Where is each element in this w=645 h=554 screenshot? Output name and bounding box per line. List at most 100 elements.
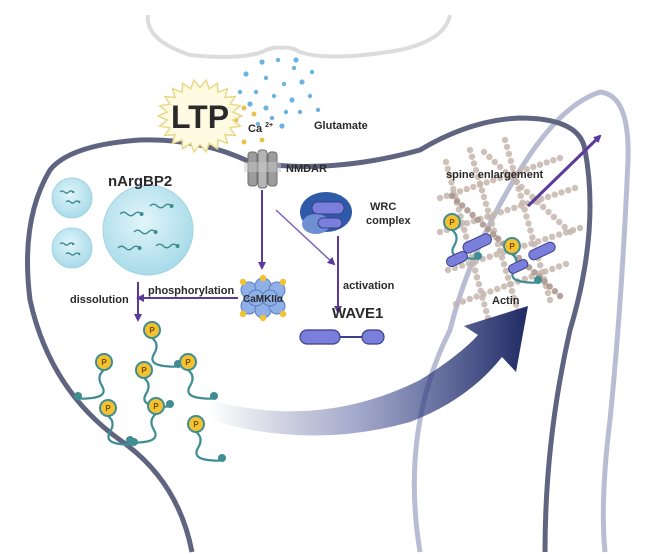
actin-monomer <box>531 269 538 276</box>
actin-monomer <box>507 157 515 165</box>
phospho-label: P <box>153 402 159 411</box>
actin-monomer <box>510 294 518 301</box>
protein-strand <box>117 245 141 251</box>
glutamate-dot <box>293 57 299 63</box>
actin-monomer <box>500 283 508 290</box>
protein-head <box>474 252 482 260</box>
phospho-label: P <box>509 242 515 251</box>
protein-strand <box>155 243 179 249</box>
actin-monomer <box>469 211 476 219</box>
actin-monomer <box>521 242 528 249</box>
actin-monomer <box>517 202 525 209</box>
actin-monomer <box>496 163 504 171</box>
glutamate-dot <box>307 93 313 99</box>
glutamate-particles <box>227 57 321 145</box>
glutamate-dot <box>243 71 249 77</box>
phospho-label: P <box>449 218 455 227</box>
actin-monomer <box>546 296 554 304</box>
phospho-label: P <box>185 358 191 367</box>
nargbp2-condensates <box>51 177 194 276</box>
actin-monomer <box>483 308 490 315</box>
actin-monomer <box>465 260 472 267</box>
actin-monomer <box>472 267 479 274</box>
actin-monomer <box>481 301 488 308</box>
actin-monomer <box>480 148 488 156</box>
actin-monomer <box>556 231 563 238</box>
calcium-charge: 2+ <box>265 122 273 129</box>
glutamate-dot <box>281 81 287 87</box>
actin-monomer <box>487 288 494 295</box>
actin-monomer <box>489 230 497 238</box>
condensate-proteins <box>59 190 180 256</box>
actin-monomer <box>459 298 467 305</box>
protein-head <box>153 230 158 234</box>
actin-monomer <box>496 174 504 182</box>
glutamate-dot <box>289 97 295 103</box>
actin-label: Actin <box>492 295 520 307</box>
camkii-label: CaMKIIα <box>243 294 284 305</box>
protein-head <box>218 454 226 462</box>
actin-monomer <box>513 178 520 186</box>
actin-monomer <box>508 287 516 295</box>
glutamate-dot <box>237 89 243 95</box>
ltp-starburst-icon: LTP <box>156 78 244 154</box>
camkii-holoenzyme-icon <box>239 274 287 322</box>
protein-strand <box>65 252 80 256</box>
phospho-label: P <box>193 420 199 429</box>
wrc-complex-icon <box>300 192 352 234</box>
actin-monomer <box>550 157 557 164</box>
actin-monomer <box>544 193 552 200</box>
protein-strand <box>65 200 80 204</box>
actin-monomer <box>475 280 483 288</box>
actin-monomer <box>539 203 547 211</box>
glutamate-dot <box>279 123 285 129</box>
glutamate-dot <box>283 109 289 115</box>
glutamate-dot <box>309 69 315 75</box>
actin-monomer <box>529 234 536 241</box>
actin-monomer <box>464 207 471 214</box>
actin-monomer <box>484 213 491 220</box>
actin-monomer <box>511 204 518 211</box>
actin-monomer <box>448 192 456 200</box>
actin-monomer <box>470 183 477 191</box>
phospho-label: P <box>141 366 147 375</box>
actin-monomer <box>480 290 487 298</box>
wave1-rod <box>462 233 492 254</box>
actin-monomer <box>470 160 478 167</box>
actin-monomer <box>443 192 450 199</box>
actin-monomer <box>459 202 466 209</box>
actin-monomer <box>480 193 488 201</box>
glutamate-dot <box>263 75 269 81</box>
actin-monomer <box>484 226 492 233</box>
actin-monomer <box>494 240 502 248</box>
actin-monomer <box>502 267 510 275</box>
actin-monomer <box>490 177 497 184</box>
phosphorylation-label: phosphorylation <box>148 285 234 297</box>
actin-monomer <box>507 173 515 181</box>
camkii-phosphosite <box>239 278 247 286</box>
protein-strand <box>195 431 224 462</box>
actin-monomer <box>488 220 496 228</box>
actin-monomer <box>495 235 502 243</box>
glutamate-dot <box>271 93 277 99</box>
small-condensate-top <box>51 177 93 219</box>
phospho-label: P <box>105 404 111 413</box>
glutamate-dot <box>269 115 275 121</box>
actin-monomer <box>565 187 572 194</box>
actin-monomer <box>556 292 564 300</box>
actin-monomer <box>483 179 490 186</box>
actin-monomer <box>482 200 490 207</box>
glutamate-dot <box>275 57 281 63</box>
actin-monomer <box>494 285 501 293</box>
actin-bound-nargbp2: PP <box>443 213 556 284</box>
actin-monomer <box>517 192 524 199</box>
dissolution-label: dissolution <box>70 294 129 306</box>
phospho-icon <box>95 353 113 371</box>
actin-monomer <box>521 275 528 283</box>
actin-monomer <box>504 274 512 281</box>
actin-monomer <box>507 280 515 288</box>
calcium-label: Ca 2+ <box>248 122 273 135</box>
actin-monomer <box>446 172 453 179</box>
actin-monomer <box>502 168 509 176</box>
actin-monomer <box>468 153 476 160</box>
